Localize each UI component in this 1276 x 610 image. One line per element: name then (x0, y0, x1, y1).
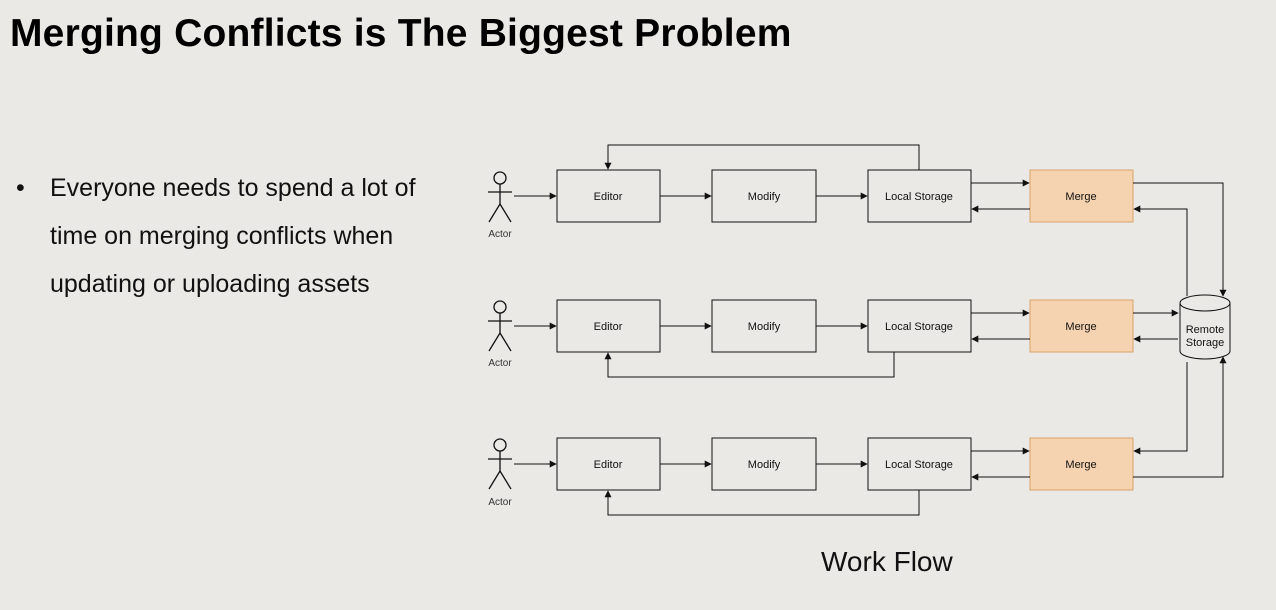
editor-label: Editor (594, 459, 623, 471)
modify-label: Modify (748, 321, 781, 333)
local-storage-box (867, 169, 972, 223)
remote-storage-label-line2: Storage (1186, 337, 1225, 349)
local-storage-label: Local Storage (885, 459, 953, 471)
editor-label: Editor (594, 321, 623, 333)
local-storage-box (867, 437, 972, 491)
merge-box (1029, 169, 1134, 223)
bullet-dot: • (16, 174, 25, 202)
bullet-text: Everyone needs to spend a lot of time on… (50, 174, 416, 298)
workflow-row-1: Actor Editor Modify Local Storage Merge (488, 144, 1227, 297)
modify-label: Modify (748, 191, 781, 203)
workflow-row-3: Actor Editor Modify Local Storage Merge (488, 356, 1227, 516)
local-storage-box (867, 299, 972, 353)
actor-icon (488, 171, 512, 223)
row-1-arrows (514, 144, 1227, 297)
row-2-arrows (514, 309, 1179, 378)
editor-box (556, 299, 661, 353)
merge-box (1029, 299, 1134, 353)
local-storage-label: Local Storage (885, 191, 953, 203)
merge-label: Merge (1065, 191, 1096, 203)
diagram-caption: Work Flow (821, 546, 953, 577)
actor-label: Actor (488, 229, 512, 240)
remote-storage-cylinder: Remote Storage (1179, 294, 1231, 360)
remote-storage-label-line1: Remote (1186, 324, 1225, 336)
modify-label: Modify (748, 459, 781, 471)
modify-box (711, 169, 817, 223)
actor-icon (488, 438, 512, 490)
editor-box (556, 169, 661, 223)
actor-icon (488, 300, 512, 352)
actor-label: Actor (488, 497, 512, 508)
actor-label: Actor (488, 358, 512, 369)
merge-label: Merge (1065, 459, 1096, 471)
editor-label: Editor (594, 191, 623, 203)
merge-label: Merge (1065, 321, 1096, 333)
slide-title: Merging Conflicts is The Biggest Problem (10, 12, 792, 55)
local-storage-label: Local Storage (885, 321, 953, 333)
workflow-row-2: Actor Editor Modify Local Storage Merge (488, 299, 1179, 378)
merge-box (1029, 437, 1134, 491)
row-3-arrows (514, 356, 1227, 516)
